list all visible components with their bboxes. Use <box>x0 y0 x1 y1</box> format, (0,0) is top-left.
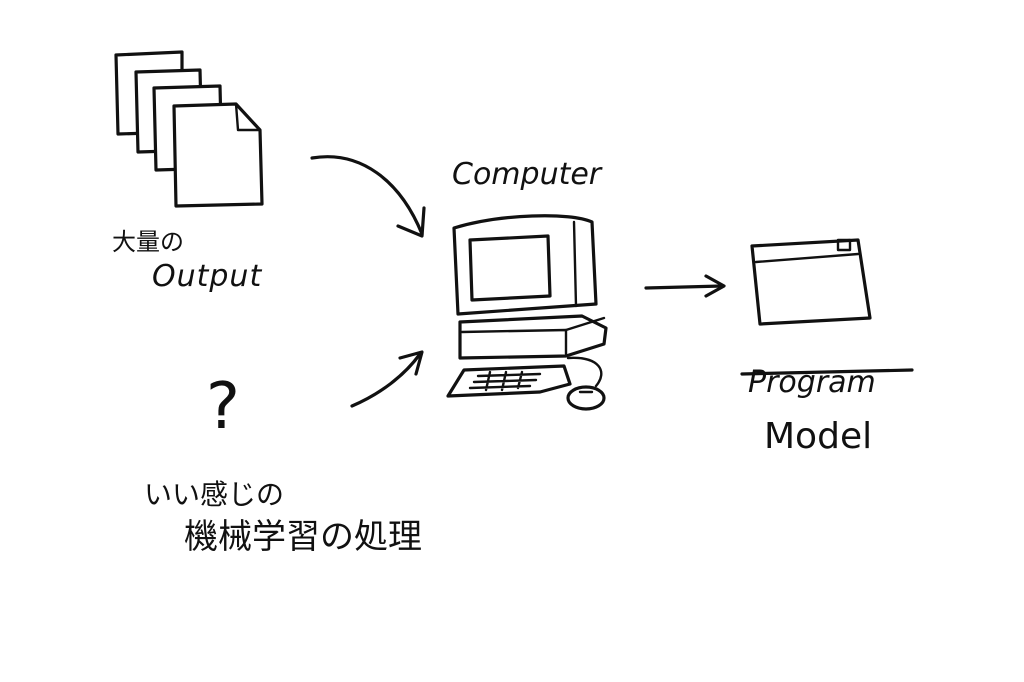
model-label: Model <box>764 416 872 457</box>
base-unit-top-edge <box>460 328 568 356</box>
model-window-titlebar <box>754 252 860 264</box>
monitor-side-depth <box>572 220 578 308</box>
unknown-process-mark: ? <box>206 370 240 444</box>
keyboard-keys <box>468 370 542 392</box>
computer-icon <box>446 214 608 411</box>
model-window-icon <box>750 238 872 326</box>
document-sheet-front <box>172 102 264 208</box>
mouse-cable <box>566 356 603 388</box>
arrow-output-line <box>644 284 724 290</box>
arrow-input-curve <box>310 155 424 236</box>
input-label-line2: Output <box>152 259 262 294</box>
monitor-body <box>452 214 598 316</box>
monitor-screen <box>468 234 552 302</box>
arrow-output-head <box>704 274 726 298</box>
bottom-note-line1: いい感じの <box>144 478 284 511</box>
arrow-input-head <box>396 206 426 238</box>
mouse-icon <box>566 385 606 411</box>
arrow-unknown-curve <box>350 352 422 408</box>
arrow-unknown-head <box>398 350 424 376</box>
input-label-line1: 大量の <box>112 228 184 256</box>
program-strikethrough <box>740 368 914 376</box>
document-fold-corner <box>234 102 262 132</box>
arrow-input-to-computer <box>310 155 426 238</box>
keyboard <box>446 364 572 398</box>
bottom-note-line2: 機械学習の処理 <box>184 517 422 557</box>
model-window-frame <box>750 238 872 326</box>
document-stack-icon <box>114 50 264 208</box>
model-window-close-icon <box>836 238 852 252</box>
arrow-computer-to-model <box>644 274 726 298</box>
computer-label: Computer <box>452 157 603 192</box>
arrow-unknown-to-computer <box>350 350 424 408</box>
base-unit <box>458 314 608 360</box>
base-unit-divider <box>564 316 606 332</box>
